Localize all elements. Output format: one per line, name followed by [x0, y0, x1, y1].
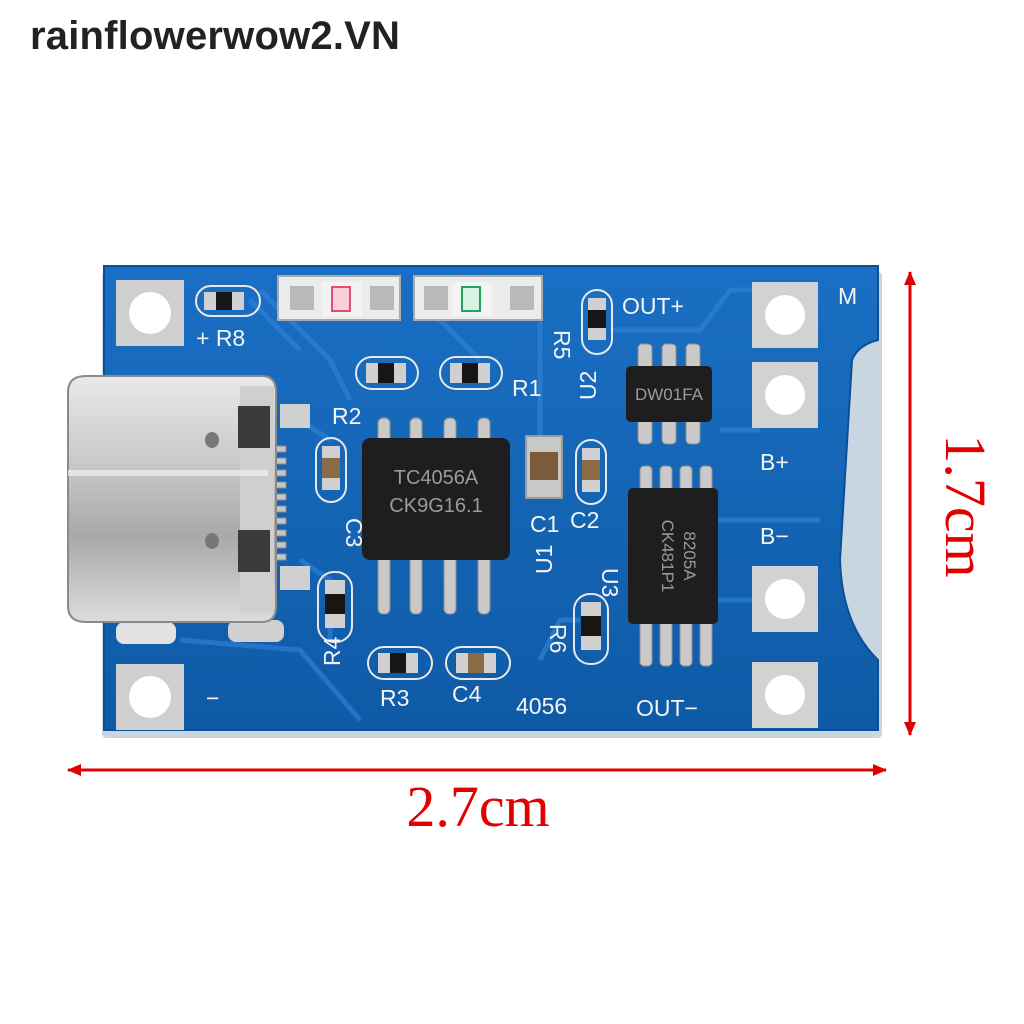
chip-tc4056a-line1: TC4056A — [394, 467, 479, 489]
label-out-minus: OUT− — [636, 695, 698, 721]
label-u3: U3 — [597, 568, 623, 597]
capacitor-c3 — [315, 437, 347, 503]
chip-tc4056a-line2: CK9G16.1 — [389, 495, 482, 517]
label-r5: R5 — [549, 330, 575, 359]
chip-fs8205a-line2: CK481P1 — [658, 520, 677, 593]
label-u2: U2 — [575, 371, 601, 400]
dimension-annotations: 2.7cm 1.7cm — [67, 271, 998, 839]
label-m: M — [838, 283, 857, 309]
chip-fs8205a: 8205A CK481P1 — [628, 465, 718, 667]
status-leds — [277, 275, 543, 321]
label-c2: C2 — [570, 507, 599, 533]
label-minus: − — [206, 685, 219, 711]
smd-components — [195, 285, 613, 680]
label-b-plus: B+ — [760, 449, 789, 475]
resistor-r8 — [195, 285, 261, 317]
resistor-r1 — [439, 356, 503, 390]
resistor-r6 — [573, 593, 609, 665]
label-c1: C1 — [530, 511, 559, 537]
label-r1: R1 — [512, 375, 541, 401]
chip-dw01fa-line1: DW01FA — [635, 385, 704, 404]
label-plus-r8: + R8 — [196, 325, 245, 351]
resistor-r3 — [367, 646, 433, 680]
label-out-plus: OUT+ — [622, 293, 684, 319]
pad-bottom-left — [116, 664, 184, 730]
label-c4: C4 — [452, 681, 482, 707]
capacitor-c4 — [445, 646, 511, 680]
pcb-pads — [116, 280, 818, 730]
capacitor-c2 — [575, 439, 607, 505]
usb-c-connector — [67, 375, 310, 644]
label-model: 4056 — [516, 693, 567, 719]
chip-fs8205a-line1: 8205A — [680, 531, 699, 581]
silkscreen-labels: + R8 R2 R1 R5 OUT+ U2 M B+ B− C3 C1 C2 U… — [196, 283, 857, 721]
label-r2: R2 — [332, 403, 361, 429]
label-r3: R3 — [380, 685, 409, 711]
pad-b-minus — [752, 566, 818, 632]
resistor-r5 — [581, 289, 613, 355]
width-label: 2.7cm — [406, 774, 549, 839]
pad-top-left — [116, 280, 184, 346]
height-label: 1.7cm — [933, 434, 998, 577]
resistor-r4 — [317, 571, 353, 643]
resistor-r2 — [355, 356, 419, 390]
watermark-text: rainflowerwow2.VN — [30, 14, 401, 58]
capacitor-c1 — [525, 435, 563, 499]
label-u1: U1 — [531, 545, 557, 574]
pad-b-plus — [752, 362, 818, 428]
label-b-minus: B− — [760, 523, 789, 549]
chip-dw01fa: DW01FA — [626, 343, 712, 445]
pad-out-plus — [752, 282, 818, 348]
chip-tc4056a: TC4056A CK9G16.1 — [362, 417, 510, 615]
pad-out-minus — [752, 662, 818, 728]
label-r6: R6 — [545, 624, 571, 653]
label-r4: R4 — [319, 636, 345, 666]
label-c3: C3 — [341, 518, 367, 547]
